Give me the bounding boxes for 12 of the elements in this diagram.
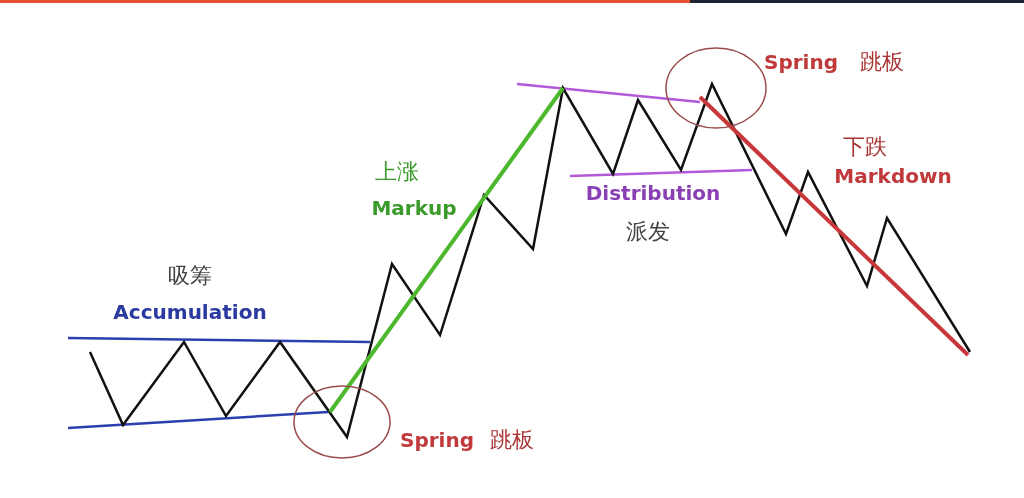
phase-label: Accumulation xyxy=(113,302,267,322)
phase-label: Distribution xyxy=(585,183,721,203)
phase-label: Markdown xyxy=(834,166,952,186)
chinese-label: 派发 xyxy=(626,221,670,243)
chinese-label: 上涨 xyxy=(375,161,419,183)
phase-label: Markup xyxy=(371,198,457,218)
chinese-label: 吸筹 xyxy=(168,265,212,287)
phase-label: Spring xyxy=(400,430,474,450)
chinese-label: 下跌 xyxy=(843,136,887,158)
chinese-label: 跳板 xyxy=(490,429,534,451)
phase-label: Spring xyxy=(764,52,838,72)
chinese-label: 跳板 xyxy=(860,51,904,73)
